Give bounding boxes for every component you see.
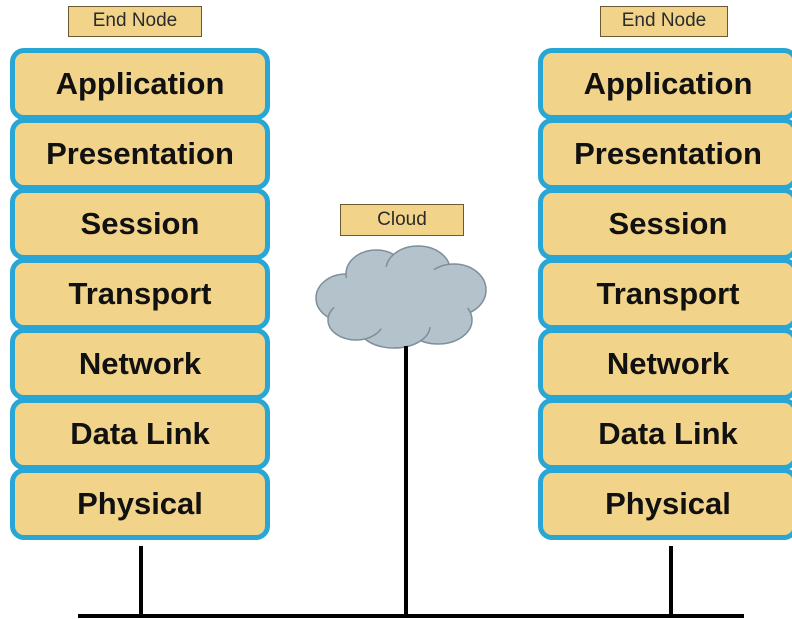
left-layer-network: Network <box>10 328 270 400</box>
cloud-connector-line <box>404 346 408 618</box>
left-end-node-label: End Node <box>68 6 202 37</box>
right-layer-session: Session <box>538 188 792 260</box>
right-layer-transport: Transport <box>538 258 792 330</box>
cloud-icon <box>315 245 487 349</box>
right-end-node-label: End Node <box>600 6 728 37</box>
left-layer-data-link: Data Link <box>10 398 270 470</box>
right-layer-network: Network <box>538 328 792 400</box>
right-layer-application: Application <box>538 48 792 120</box>
left-osi-stack: Application Presentation Session Transpo… <box>10 48 270 548</box>
left-layer-presentation: Presentation <box>10 118 270 190</box>
cloud-label: Cloud <box>340 204 464 236</box>
right-layer-physical: Physical <box>538 468 792 540</box>
left-layer-application: Application <box>10 48 270 120</box>
right-layer-presentation: Presentation <box>538 118 792 190</box>
right-layer-data-link: Data Link <box>538 398 792 470</box>
right-osi-stack: Application Presentation Session Transpo… <box>538 48 792 548</box>
left-layer-transport: Transport <box>10 258 270 330</box>
right-node-drop-line <box>669 546 673 618</box>
network-bus-line <box>78 614 744 618</box>
left-layer-physical: Physical <box>10 468 270 540</box>
left-node-drop-line <box>139 546 143 618</box>
left-layer-session: Session <box>10 188 270 260</box>
